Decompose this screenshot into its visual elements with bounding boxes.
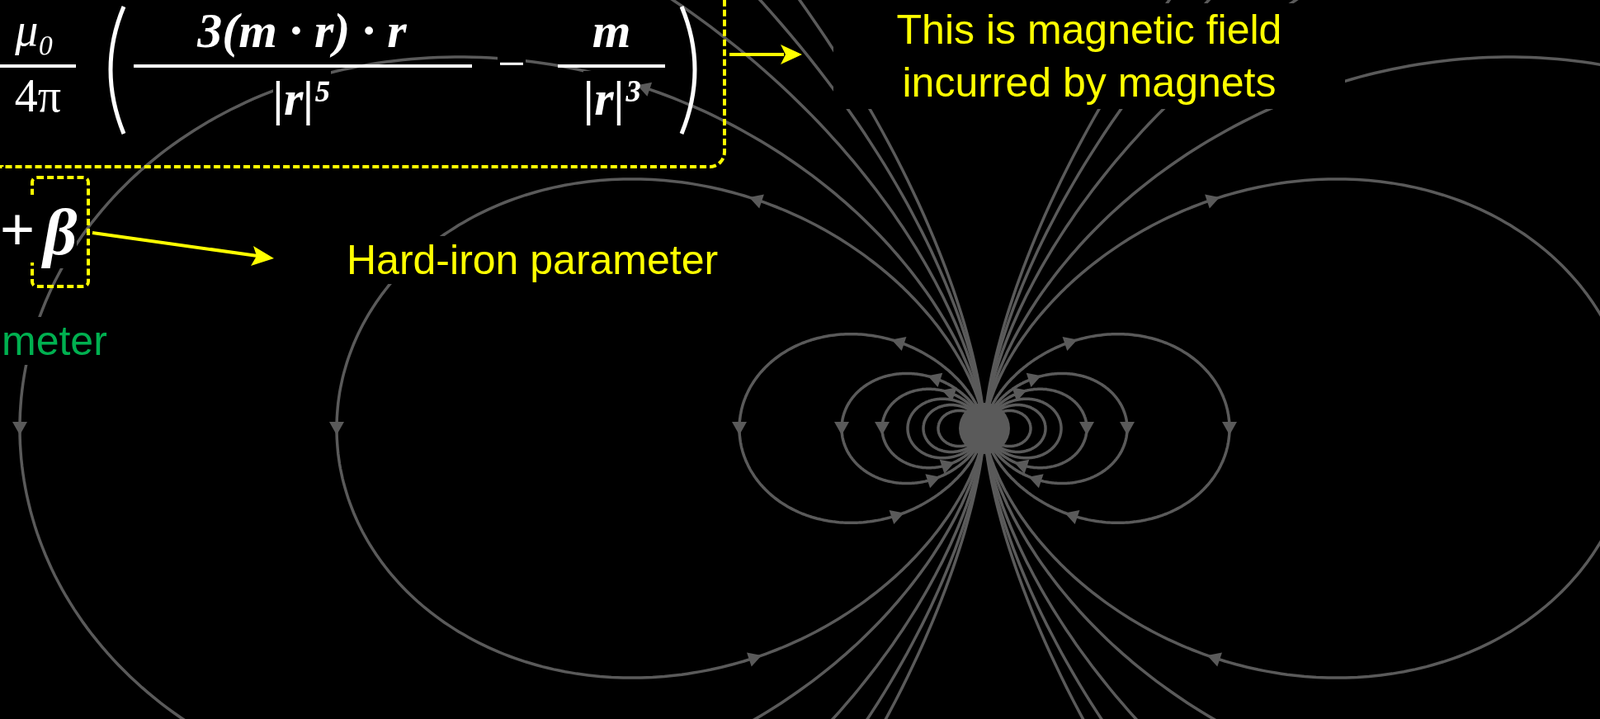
field-arrowhead [1064,509,1080,524]
field-arrowhead [329,421,345,435]
field-arrowhead [1119,421,1135,435]
field-line [336,179,985,678]
callout-text: Hard-iron parameter [346,235,718,284]
field-arrowhead [891,336,907,351]
field-arrowhead [927,372,943,388]
parameter-symbol: β [43,195,78,269]
field-arrowhead [749,193,765,208]
field-arrowhead [1026,372,1042,388]
formula-box: μ₀ 4π 3(m · r) · r |r|⁵ − m |r|³ [0,0,727,169]
field-arrowhead [1079,421,1095,435]
field-arrowhead [1062,336,1078,351]
right-parenthesis [681,6,695,134]
formula-term: 4π [14,70,62,123]
fraction-bar [133,64,472,68]
formula-term: m [592,3,632,58]
field-line [739,334,985,524]
formula-term: 3(m · r) · r [197,3,406,58]
magnet-dot [958,402,1011,454]
field-arrowhead [1204,193,1220,208]
fraction-bar [557,64,666,68]
field-arrowhead [925,473,940,488]
leader-line [729,52,784,57]
field-arrowhead [746,652,762,667]
formula-term: |r|⁵ [273,70,332,126]
plus-sign: + [0,194,35,263]
callout-text: This is magnetic field incurred by magne… [833,3,1346,109]
field-arrowhead [834,421,850,435]
formula-term: − [497,36,526,91]
leader-arrowhead [780,44,803,65]
field-line [984,56,1600,719]
formula-term: |r|³ [583,70,640,126]
field-line [19,56,985,719]
parameter-box: β [30,175,90,288]
field-arrowhead [12,421,28,435]
callout-text: meter [1,316,108,365]
leader-arrowhead [250,245,274,266]
field-arrowhead [731,421,747,435]
field-arrowhead [1028,473,1044,488]
left-parenthesis [110,6,124,134]
field-arrowhead [1222,421,1237,435]
field-arrowhead [1207,652,1223,667]
field-arrowhead [874,421,890,435]
field-arrowhead [889,509,905,524]
field-line [984,334,1230,524]
formula-term: μ₀ [14,4,55,57]
fraction-bar [0,64,76,68]
leader-line [92,232,258,256]
field-line [984,179,1600,678]
